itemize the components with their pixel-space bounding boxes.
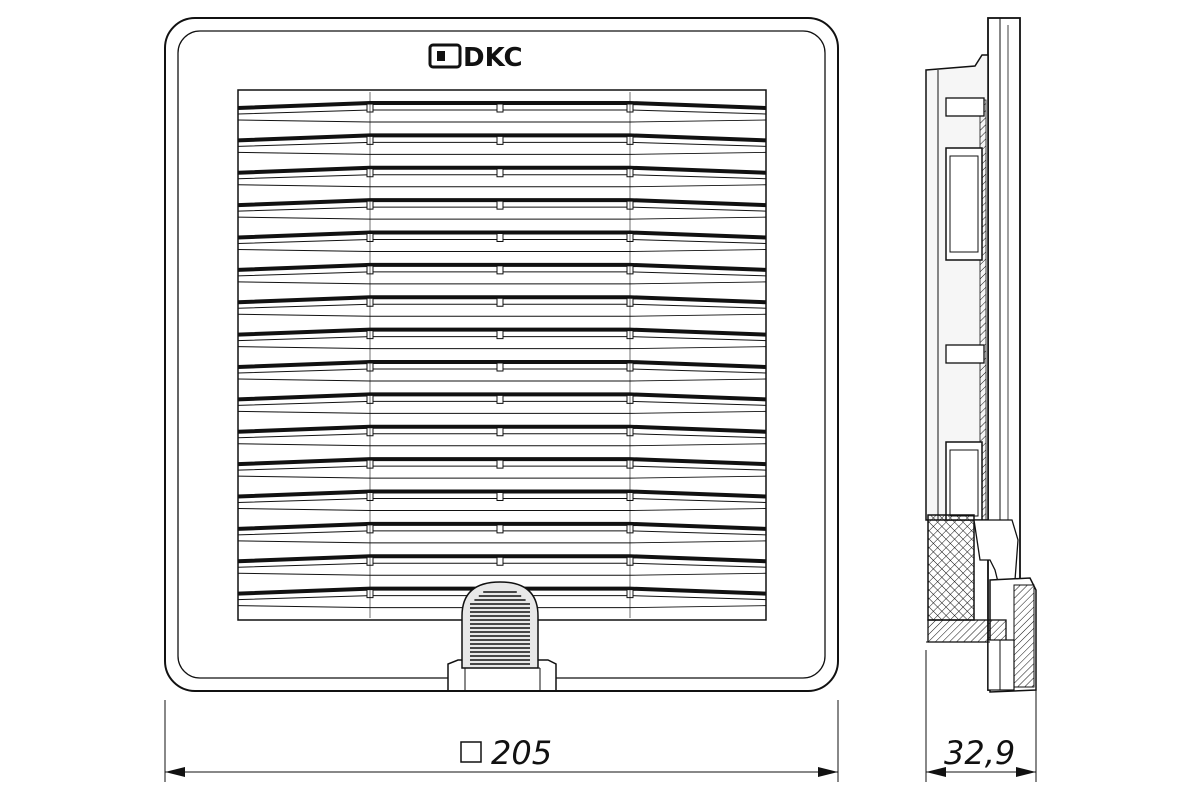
front-dimension-value: 205 (491, 734, 552, 772)
latch-handle[interactable] (447, 581, 557, 690)
side-section-detail (926, 514, 1037, 693)
louver-row (237, 230, 767, 252)
louver-row (237, 424, 767, 447)
louver-row (237, 521, 767, 544)
louver-row (237, 295, 767, 317)
front-width-dimension: 205 (164, 700, 839, 782)
louver-row (237, 554, 767, 576)
logo-text: DKC (463, 43, 523, 73)
louver-row (237, 198, 767, 220)
louver-group (237, 92, 767, 618)
square-symbol-icon (460, 741, 482, 763)
front-view: DKC 205 (164, 17, 839, 782)
dkc-logo: DKC (428, 43, 523, 73)
side-depth-dimension: 32,9 (925, 650, 1037, 782)
side-view: 32,9 (925, 17, 1037, 782)
side-dimension-value: 32,9 (944, 734, 1015, 772)
latch-grip-lines (470, 591, 530, 665)
logo-mark-icon (428, 43, 462, 69)
latch-grip (461, 581, 539, 669)
side-clip-tabs (945, 97, 985, 521)
